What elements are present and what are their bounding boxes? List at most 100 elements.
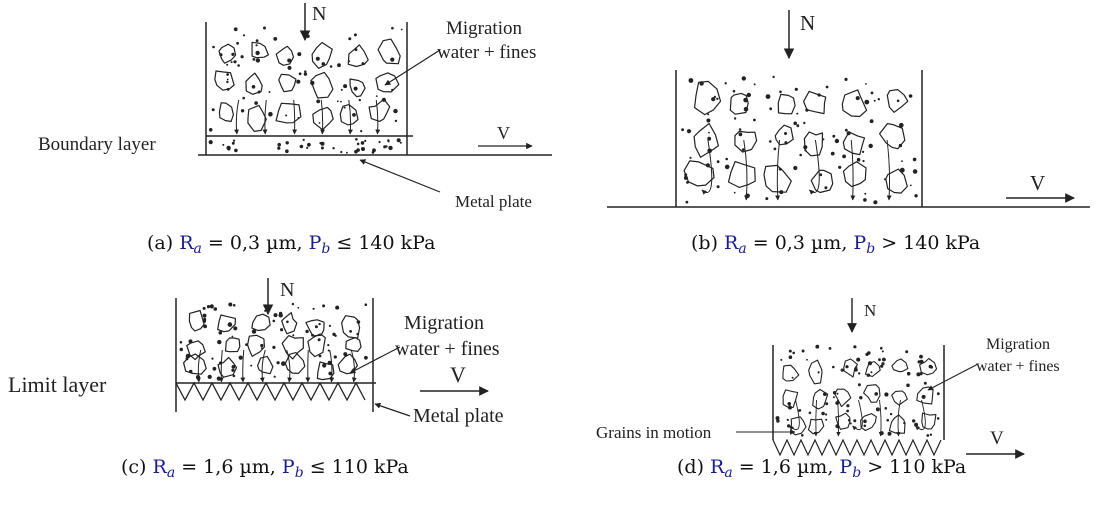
fine-particle xyxy=(936,392,940,396)
plate-pointer-c xyxy=(374,402,411,417)
fine-particle xyxy=(321,62,326,66)
soil-grain xyxy=(251,41,269,59)
fine-particle xyxy=(732,89,736,93)
fine-particle xyxy=(868,143,873,149)
fine-particle xyxy=(824,186,828,190)
soil-grain xyxy=(777,93,796,115)
fine-particle xyxy=(815,344,820,349)
velocity-label-a: V xyxy=(497,123,510,143)
fine-particle xyxy=(796,112,799,115)
soil-grain xyxy=(694,80,722,116)
soil-grain xyxy=(377,38,401,65)
plate-label-a: Metal plate xyxy=(455,192,532,211)
fine-particle xyxy=(255,50,260,56)
fine-particle xyxy=(260,347,263,350)
fine-particle xyxy=(686,129,692,134)
migration-flow-arrow xyxy=(895,399,901,437)
fine-particle xyxy=(349,330,352,333)
fine-particle xyxy=(388,145,393,151)
soil-grain xyxy=(774,124,794,146)
fine-particle xyxy=(882,357,886,362)
fine-particle xyxy=(846,409,849,413)
fine-particle xyxy=(819,173,823,177)
soil-grain xyxy=(218,102,234,122)
soil-grain xyxy=(186,340,206,361)
soil-grain xyxy=(863,384,881,403)
fine-particle xyxy=(708,131,710,134)
fine-particle xyxy=(805,108,809,112)
fine-particle xyxy=(857,383,861,387)
fine-particle xyxy=(921,394,926,399)
fine-particle xyxy=(353,86,358,91)
fine-particle xyxy=(842,154,846,159)
fine-particle xyxy=(849,422,852,425)
fine-particle xyxy=(230,61,233,64)
fine-particle xyxy=(865,83,867,85)
force-label-d: N xyxy=(864,301,876,320)
fine-particle xyxy=(226,80,229,84)
fine-particle xyxy=(875,407,880,412)
fine-particle xyxy=(869,119,874,124)
fine-particle xyxy=(778,167,782,171)
fine-particle xyxy=(346,151,348,154)
fine-particle xyxy=(855,96,860,101)
soil-grain xyxy=(886,89,909,113)
fine-particle xyxy=(788,349,792,353)
migration-flow-arrow xyxy=(813,399,819,437)
caption-c: (c) Ra = 1,6 µm, Pb ≤ 110 kPa xyxy=(121,456,409,481)
fine-particle xyxy=(315,56,320,61)
fine-particle xyxy=(873,200,878,205)
fine-particle xyxy=(311,333,314,337)
fine-particle xyxy=(291,302,295,306)
soil-grain xyxy=(214,70,235,91)
fine-particle xyxy=(779,90,782,94)
fine-particle xyxy=(828,347,832,350)
soil-grain xyxy=(810,169,834,194)
soil-grain xyxy=(275,102,302,124)
fine-particle xyxy=(231,335,234,338)
fine-particle xyxy=(255,58,261,63)
fine-particle xyxy=(296,79,301,84)
fine-particle xyxy=(226,87,230,91)
fine-particle xyxy=(733,191,736,194)
fine-particle xyxy=(254,101,258,105)
soil-grain xyxy=(803,90,827,115)
fine-particle xyxy=(832,365,835,369)
fine-particle xyxy=(268,111,273,117)
panel-c: N Migration water + fines Limit layer V … xyxy=(8,278,504,481)
fine-particle xyxy=(765,197,769,201)
migration-flow-arrow xyxy=(195,349,202,383)
fine-particle xyxy=(859,396,863,400)
fine-particle xyxy=(316,99,321,104)
soil-grain xyxy=(843,358,859,378)
fine-particle xyxy=(846,131,851,136)
fine-particle xyxy=(853,419,857,423)
fine-particle xyxy=(832,391,837,395)
fine-particle xyxy=(863,424,867,428)
container-a xyxy=(198,22,552,156)
fine-particle xyxy=(211,357,214,360)
grains-c xyxy=(183,309,362,381)
fine-particle xyxy=(231,141,235,145)
soil-grain xyxy=(311,41,333,69)
fine-particle xyxy=(905,350,909,354)
fine-particle xyxy=(285,114,288,117)
fine-particle xyxy=(880,346,883,350)
fine-particle xyxy=(887,431,892,436)
fine-particle xyxy=(899,167,905,173)
fine-particle xyxy=(263,304,267,307)
soil-grain xyxy=(305,319,325,337)
soil-grain xyxy=(782,364,800,382)
fine-particle xyxy=(808,411,812,415)
velocity-label-d: V xyxy=(990,428,1004,449)
migration-flow-arrow xyxy=(218,349,224,383)
fine-particle xyxy=(318,354,322,358)
fine-particle xyxy=(870,371,873,374)
fine-particle xyxy=(799,153,802,157)
soil-grain xyxy=(842,131,866,156)
fine-particle xyxy=(328,324,331,327)
fine-particle xyxy=(797,409,801,412)
soil-grain xyxy=(803,131,824,157)
fine-particle xyxy=(780,358,783,361)
migration-line1-d: Migration xyxy=(986,336,1050,353)
